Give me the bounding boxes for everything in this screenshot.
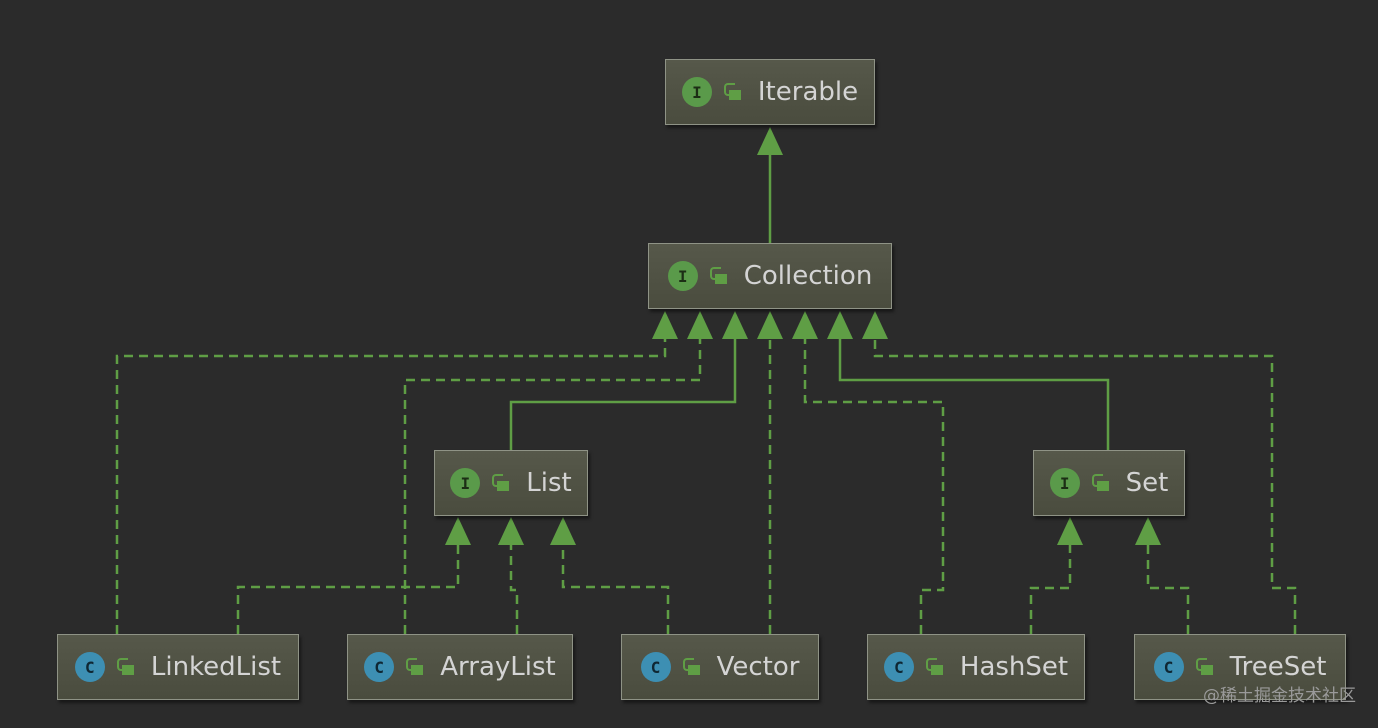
edge-hashset-to-set bbox=[1029, 545, 1072, 634]
edge-hashset-to-collection bbox=[803, 339, 945, 634]
node-hashset[interactable]: C HashSet bbox=[867, 634, 1085, 700]
class-icon: C bbox=[883, 652, 914, 682]
arrowhead-hashset-to-set bbox=[1057, 517, 1083, 545]
interface-icon: I bbox=[681, 77, 712, 107]
edge-set-to-collection bbox=[838, 339, 1110, 450]
edge-vector-to-list bbox=[561, 545, 670, 634]
class-icon: C bbox=[1153, 652, 1184, 682]
lock-open-icon bbox=[709, 267, 728, 285]
node-label: HashSet bbox=[959, 652, 1069, 682]
lock-open-icon bbox=[492, 474, 510, 492]
node-label: Vector bbox=[716, 652, 800, 682]
node-label: TreeSet bbox=[1229, 652, 1327, 682]
lock-open-icon bbox=[682, 658, 701, 676]
arrowhead-vector-to-collection bbox=[757, 311, 783, 339]
arrowhead-arraylist-to-collection bbox=[687, 311, 713, 339]
edge-treeset-to-collection bbox=[873, 339, 1297, 634]
arrowhead-treeset-to-set bbox=[1135, 517, 1161, 545]
node-label: Set bbox=[1125, 468, 1169, 498]
arrowhead-vector-to-list bbox=[550, 517, 576, 545]
lock-open-icon bbox=[406, 658, 424, 676]
lock-open-icon bbox=[116, 658, 135, 676]
node-label: Iterable bbox=[757, 77, 859, 107]
lock-open-icon bbox=[925, 658, 944, 676]
node-label: List bbox=[526, 468, 572, 498]
arrowhead-linkedlist-to-list bbox=[445, 517, 471, 545]
edge-arraylist-to-list bbox=[509, 545, 519, 634]
arrowhead-collection-to-iterable bbox=[757, 127, 783, 155]
node-linkedlist[interactable]: C LinkedList bbox=[57, 634, 299, 700]
interface-icon: I bbox=[667, 261, 698, 291]
edge-linkedlist-to-collection bbox=[115, 339, 667, 634]
node-iterable[interactable]: I Iterable bbox=[665, 59, 875, 125]
node-treeset[interactable]: C TreeSet bbox=[1134, 634, 1346, 700]
node-label: LinkedList bbox=[150, 652, 282, 682]
node-label: Collection bbox=[743, 261, 873, 291]
edge-treeset-to-set bbox=[1146, 545, 1190, 634]
class-icon: C bbox=[640, 652, 671, 682]
edge-linkedlist-to-list bbox=[236, 545, 460, 634]
arrowhead-treeset-to-collection bbox=[862, 311, 888, 339]
node-list[interactable]: I List bbox=[434, 450, 588, 516]
arrowhead-arraylist-to-list bbox=[498, 517, 524, 545]
lock-open-icon bbox=[1195, 658, 1214, 676]
lock-open-icon bbox=[1091, 474, 1110, 492]
node-collection[interactable]: I Collection bbox=[648, 243, 892, 309]
arrowhead-hashset-to-collection bbox=[792, 311, 818, 339]
interface-icon: I bbox=[1049, 468, 1080, 498]
node-set[interactable]: I Set bbox=[1033, 450, 1185, 516]
arrowhead-linkedlist-to-collection bbox=[652, 311, 678, 339]
arrowhead-set-to-collection bbox=[827, 311, 853, 339]
edge-list-to-collection bbox=[509, 339, 737, 450]
watermark: @稀土掘金技术社区 bbox=[1203, 686, 1356, 706]
class-icon: C bbox=[74, 652, 105, 682]
lock-open-icon bbox=[723, 83, 742, 101]
arrowhead-list-to-collection bbox=[722, 311, 748, 339]
interface-icon: I bbox=[450, 468, 481, 498]
node-label: ArrayList bbox=[440, 652, 556, 682]
class-icon: C bbox=[364, 652, 395, 682]
edge-arraylist-to-collection bbox=[403, 339, 702, 634]
node-vector[interactable]: C Vector bbox=[621, 634, 819, 700]
node-arraylist[interactable]: C ArrayList bbox=[347, 634, 573, 700]
